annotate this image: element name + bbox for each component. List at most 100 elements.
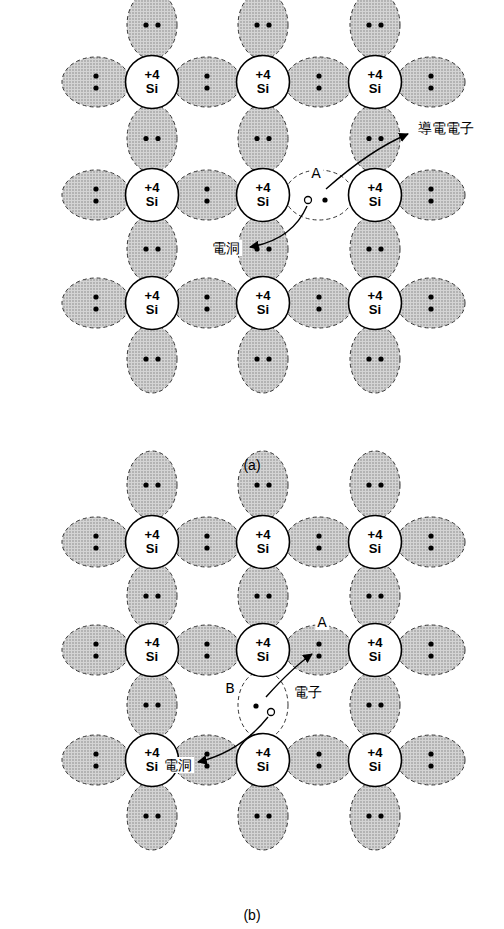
callout-text: 電洞: [210, 240, 242, 256]
electron-dot: [204, 763, 209, 768]
electron-dot: [428, 641, 433, 646]
covalent-bond: [127, 451, 177, 519]
covalent-bond: [350, 671, 400, 739]
charge-text: +4: [368, 528, 383, 542]
atom-circle: +4Si: [235, 514, 291, 570]
covalent-bond: [62, 57, 130, 107]
atom-circle: +4Si: [235, 275, 291, 331]
electron-dot: [155, 246, 160, 251]
element-symbol: Si: [257, 760, 269, 774]
atom-circle: +4Si: [347, 514, 403, 570]
electron-dot: [204, 85, 209, 90]
covalent-bond: [350, 782, 400, 850]
covalent-bond: [173, 57, 241, 107]
electron-dot: [204, 751, 209, 756]
covalent-bond: [127, 562, 177, 630]
electron-dot: [378, 593, 383, 598]
electron-dot: [378, 482, 383, 487]
electron-dot: [266, 136, 271, 141]
atom-circle: +4Si: [235, 54, 291, 110]
point-label: B: [223, 680, 237, 696]
electron-dot: [143, 22, 148, 27]
element-symbol: Si: [369, 650, 381, 664]
covalent-bond: [238, 0, 288, 59]
element-symbol: Si: [257, 650, 269, 664]
covalent-bond: [173, 278, 241, 328]
electron-dot: [143, 482, 148, 487]
covalent-bond: [350, 105, 400, 173]
panel-label: (b): [241, 907, 262, 923]
atom-circle: +4Si: [124, 54, 180, 110]
element-symbol: Si: [257, 542, 269, 556]
point-label: A: [309, 165, 323, 181]
covalent-bond: [238, 451, 288, 519]
electron-dot: [266, 593, 271, 598]
electron-dot: [143, 593, 148, 598]
covalent-bond: [397, 625, 465, 675]
electron-dot: [254, 482, 259, 487]
covalent-bond: [397, 278, 465, 328]
element-symbol: Si: [369, 82, 381, 96]
electron-dot: [316, 653, 321, 658]
charge-text: +4: [368, 289, 383, 303]
covalent-bond: [173, 170, 241, 220]
electron-dot: [143, 813, 148, 818]
atom-circle: +4Si: [235, 167, 291, 223]
electron-dot: [93, 85, 98, 90]
electron-dot: [204, 641, 209, 646]
electron-dot: [93, 653, 98, 658]
covalent-bond: [127, 105, 177, 173]
electron-dot: [93, 294, 98, 299]
electron-dot: [266, 482, 271, 487]
electron-dot: [428, 533, 433, 538]
electron-dot: [254, 246, 259, 251]
charge-text: +4: [368, 181, 383, 195]
electron-dot: [204, 533, 209, 538]
electron-dot: [204, 73, 209, 78]
charge-text: +4: [145, 289, 160, 303]
element-symbol: Si: [257, 195, 269, 209]
element-symbol: Si: [257, 303, 269, 317]
covalent-bond: [62, 517, 130, 567]
callout-text: 導電電子: [416, 120, 476, 136]
covalent-bond: [285, 57, 353, 107]
electron-dot: [143, 246, 148, 251]
electron-dot: [316, 294, 321, 299]
element-symbol: Si: [146, 82, 158, 96]
covalent-bond: [173, 517, 241, 567]
atom-circle: +4Si: [235, 732, 291, 788]
electron-dot: [204, 653, 209, 658]
element-symbol: Si: [369, 195, 381, 209]
electron-dot: [366, 136, 371, 141]
electron-dot: [93, 186, 98, 191]
electron-dot: [366, 246, 371, 251]
element-symbol: Si: [369, 760, 381, 774]
covalent-bond: [62, 170, 130, 220]
electron-dot: [428, 306, 433, 311]
electron-dot: [204, 186, 209, 191]
covalent-bond: [173, 625, 241, 675]
electron-dot: [366, 702, 371, 707]
atom-circle: +4Si: [124, 275, 180, 331]
covalent-bond: [62, 625, 130, 675]
electron-dot: [254, 593, 259, 598]
covalent-bond: [350, 451, 400, 519]
electron-dot: [366, 22, 371, 27]
atom-circle: +4Si: [347, 167, 403, 223]
charge-text: +4: [256, 528, 271, 542]
electron-dot: [266, 246, 271, 251]
element-symbol: Si: [146, 303, 158, 317]
electron-dot: [143, 702, 148, 707]
electron-dot: [204, 306, 209, 311]
callout-text: 電洞: [162, 757, 194, 773]
covalent-bond: [127, 671, 177, 739]
electron-dot: [366, 593, 371, 598]
electron-dot: [155, 356, 160, 361]
atom-circle: +4Si: [124, 622, 180, 678]
atom-circle: +4Si: [347, 275, 403, 331]
covalent-bond: [62, 735, 130, 785]
point-label: A: [315, 614, 329, 630]
electron-dot: [428, 73, 433, 78]
electron-dot: [316, 545, 321, 550]
